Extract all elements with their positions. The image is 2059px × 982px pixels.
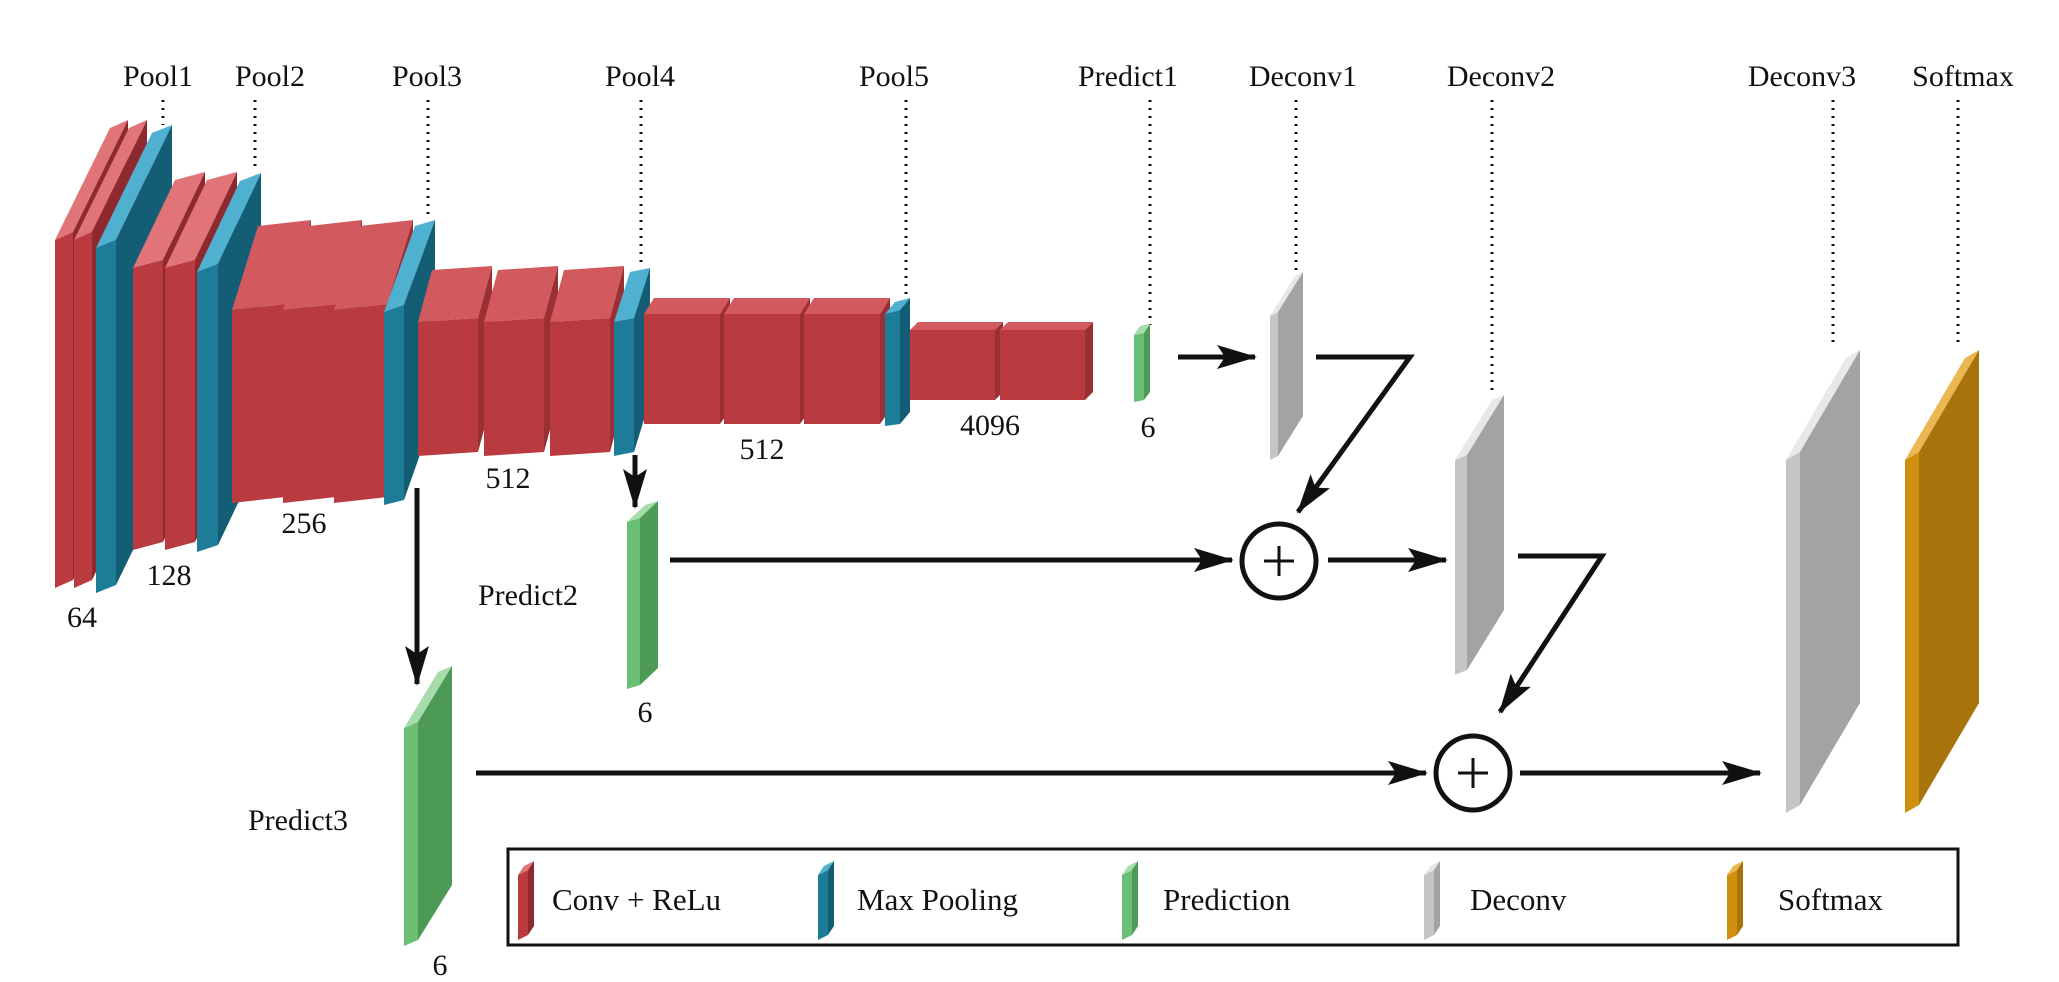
prediction-layer-2: [627, 501, 658, 689]
dim-label-256: 256: [282, 507, 327, 540]
legend-swatch-softmax: [1727, 861, 1743, 940]
guide-lines: [161, 100, 1960, 390]
fc-layer-7: [1000, 322, 1093, 400]
legend-swatch-pool: [818, 861, 834, 940]
label-pool2: Pool2: [235, 60, 305, 93]
label-deconv2: Deconv2: [1447, 60, 1555, 93]
legend: Conv + ReLu Max Pooling Prediction Decon…: [506, 847, 1960, 947]
prediction-layer-3: [404, 666, 452, 946]
encoder: [55, 120, 1093, 593]
conv-layer-5a: [644, 298, 730, 424]
label-pool5: Pool5: [859, 60, 929, 93]
legend-label-softmax: Softmax: [1778, 882, 1884, 917]
legend-label-deconv: Deconv: [1470, 882, 1567, 917]
fc-layer-6: [910, 322, 1003, 400]
softmax-layer: [1905, 350, 1979, 813]
sum-node-2: [1433, 733, 1513, 813]
arrow-deconv2-to-sum2: [1497, 553, 1607, 714]
dim-label-predict3: 6: [433, 949, 448, 982]
legend-swatch-prediction: [1122, 861, 1138, 940]
prediction-layer-1: [1134, 324, 1150, 402]
conv-layer-4c: [550, 266, 624, 456]
dim-label-512-a: 512: [486, 462, 531, 495]
dim-label-64: 64: [67, 601, 97, 634]
arrows: [405, 345, 1762, 785]
conv-layer-5b: [724, 298, 810, 424]
legend-swatch-conv: [518, 861, 534, 940]
conv-layer-4a: [418, 266, 492, 456]
legend-box: [506, 847, 1960, 947]
label-predict2: Predict2: [478, 579, 578, 612]
label-deconv3: Deconv3: [1748, 60, 1856, 93]
conv-layer-4b: [484, 266, 558, 456]
dim-label-predict1: 6: [1141, 411, 1156, 444]
dimension-labels: 64 128 256 512 512 4096 6 6 6: [67, 409, 1156, 982]
legend-label-conv: Conv + ReLu: [552, 882, 721, 917]
dim-label-512-b: 512: [740, 433, 785, 466]
label-deconv1: Deconv1: [1249, 60, 1357, 93]
deconv-layer-1: [1270, 272, 1303, 460]
legend-label-pool: Max Pooling: [857, 882, 1018, 917]
conv-layer-5c: [804, 298, 890, 424]
label-predict3: Predict3: [248, 804, 348, 837]
arrow-deconv1-to-sum1: [1295, 354, 1415, 514]
deconv-layer-2: [1455, 395, 1504, 675]
dim-label-4096: 4096: [960, 409, 1020, 442]
dim-label-128: 128: [147, 559, 192, 592]
top-labels: Pool1 Pool2 Pool3 Pool4 Pool5 Predict1 D…: [123, 60, 2014, 93]
legend-label-prediction: Prediction: [1163, 882, 1291, 917]
legend-swatch-deconv: [1424, 861, 1440, 940]
label-pool4: Pool4: [605, 60, 675, 93]
pool-layer-5: [885, 298, 910, 426]
label-pool3: Pool3: [392, 60, 462, 93]
dim-label-predict2: 6: [638, 696, 653, 729]
label-softmax: Softmax: [1912, 60, 2014, 93]
label-predict1: Predict1: [1078, 60, 1178, 93]
label-pool1: Pool1: [123, 60, 193, 93]
sum-node-1: [1239, 521, 1319, 601]
deconv-layer-3: [1786, 350, 1860, 813]
